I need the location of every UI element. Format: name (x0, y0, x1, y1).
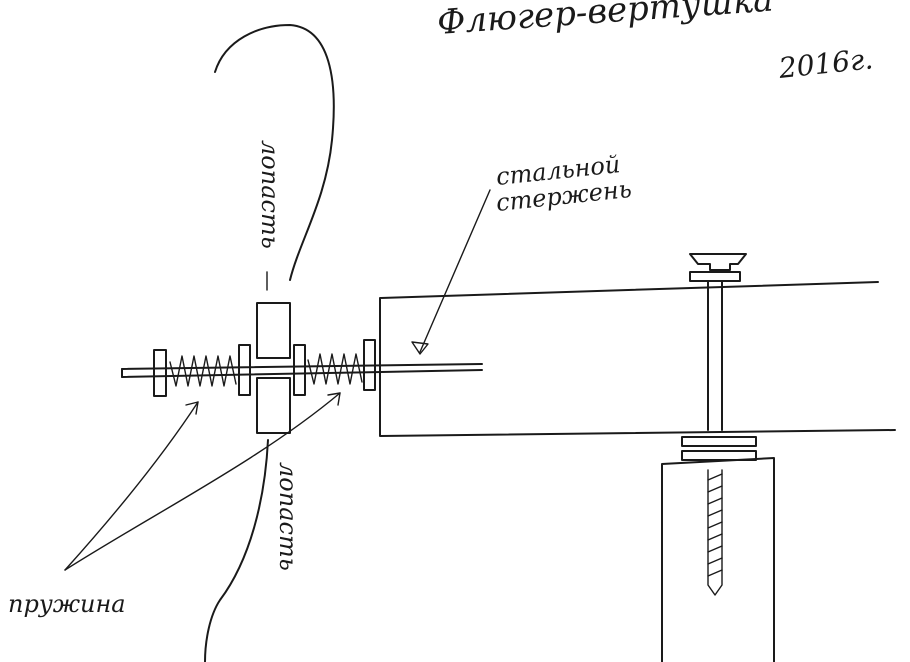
steel-rod-top (121, 363, 483, 370)
title-text: Флюгер-вертушка (436, 0, 775, 43)
spring-leader-1 (64, 401, 199, 571)
axle-cap (689, 253, 747, 271)
rod-leader (419, 189, 491, 353)
blade-bottom-block (256, 377, 291, 434)
washer-mid-left (238, 344, 251, 396)
spring-arrow-1 (185, 401, 199, 415)
spring-left (169, 355, 237, 387)
blade-top-label: лопасть (256, 140, 284, 249)
year-text: 2016г. (776, 42, 874, 85)
spring-leader-2 (64, 392, 341, 571)
axle-washer-top (689, 271, 741, 282)
spring-label: пружина (8, 590, 126, 618)
spring-arrow-2 (327, 392, 341, 406)
blade-top-block (256, 302, 291, 359)
blade-top-curve (214, 24, 335, 281)
steel-rod-bottom (121, 369, 483, 378)
blade-bottom-curve (204, 439, 269, 662)
blade-bottom-label: лопасть (274, 462, 302, 571)
rod-leader-arrow (411, 341, 429, 355)
washer-right (363, 339, 376, 391)
screw-thread (707, 473, 723, 577)
spring-right (307, 353, 363, 385)
post (661, 457, 775, 662)
washer-left (153, 349, 167, 397)
washer-mid-right (293, 344, 306, 396)
axle-washer-mid (681, 436, 757, 447)
vane-body (379, 281, 896, 437)
